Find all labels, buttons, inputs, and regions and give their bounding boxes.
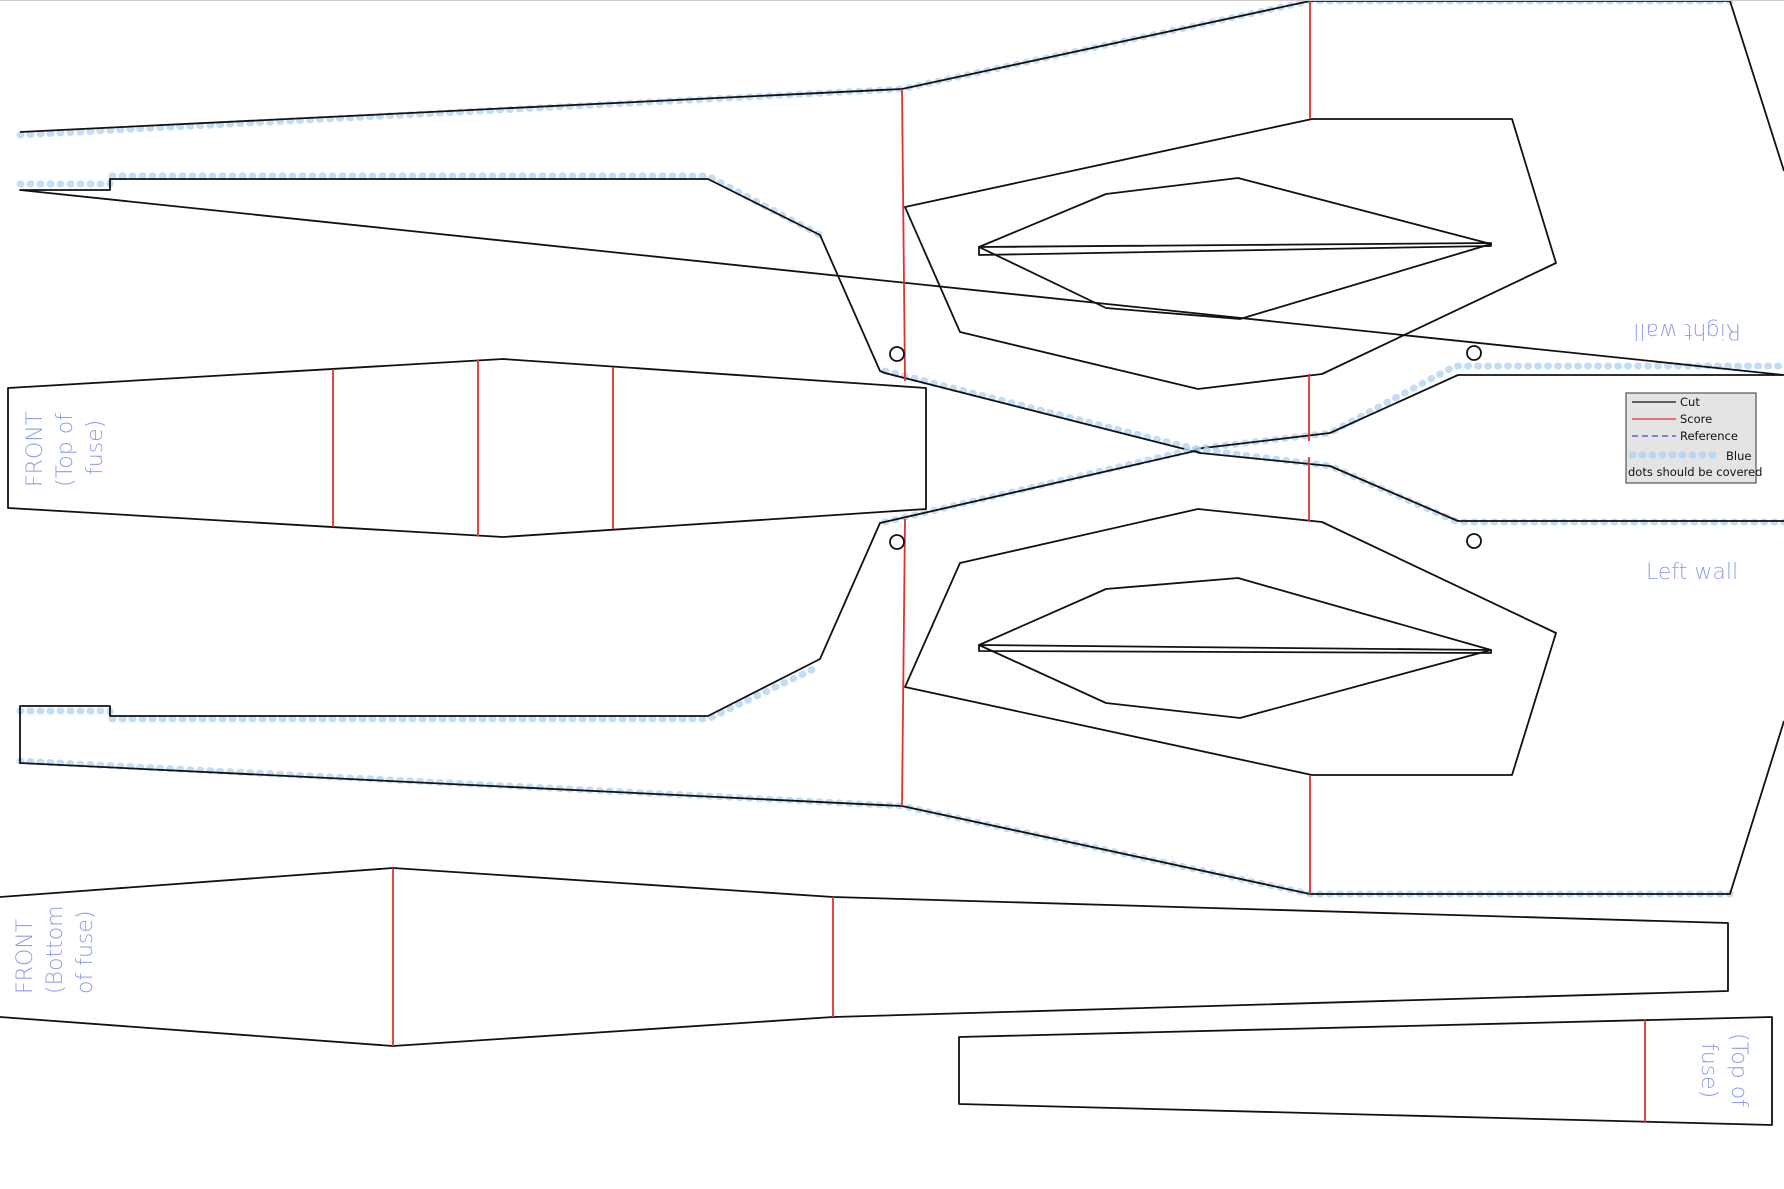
front-bottom-label-line-1: FRONT: [13, 919, 38, 994]
right-wall-hole-left: [889, 346, 905, 362]
blue-dots-left-wall-tab: [16, 662, 824, 723]
left-wall-outline: [19, 450, 1784, 895]
legend-blue-label-2: dots should be covered: [1628, 465, 1762, 479]
right-wall-piece: Right wall: [16, 1, 1784, 454]
right-wall-score-1: [901, 88, 906, 382]
right-wall-window-frame: [904, 118, 1557, 390]
right-wall-slit: [978, 242, 1492, 256]
legend: Cut Score Reference Blue dots should be …: [1625, 392, 1762, 484]
legend-score-label: Score: [1680, 412, 1712, 426]
legend-reference-label: Reference: [1680, 429, 1738, 443]
left-wall-piece: Left wall: [16, 445, 1784, 898]
left-wall-score-1: [901, 518, 906, 807]
front-top-outline: [7, 358, 927, 538]
right-wall-hole-right: [1466, 345, 1482, 361]
rear-top-piece: (Top of fuse): [958, 1016, 1773, 1126]
front-bottom-outline: [0, 867, 1729, 1047]
blue-dots-left-wall-bottom: [16, 757, 1734, 898]
right-wall-label: Right wall: [1633, 318, 1741, 343]
left-wall-hole-left: [889, 534, 905, 550]
front-bottom-label-line-2: (Bottom: [43, 905, 68, 994]
front-bottom-piece: FRONT (Bottom of fuse): [0, 867, 1729, 1047]
front-bottom-label: FRONT (Bottom of fuse): [13, 905, 98, 994]
legend-box: [1625, 392, 1757, 484]
left-wall-window-frame: [904, 508, 1557, 776]
left-wall-label: Left wall: [1646, 560, 1738, 585]
front-top-label-line-1: FRONT: [23, 412, 48, 487]
front-bottom-label-line-3: of fuse): [73, 911, 98, 994]
rear-top-label-line-2: fuse): [1696, 1043, 1721, 1098]
left-wall-hole-right: [1466, 533, 1482, 549]
blue-dots-right-wall-top: [16, 1, 1734, 139]
blue-dots-right-wall-tab: [16, 172, 824, 239]
front-top-label-line-3: fuse): [83, 420, 108, 475]
right-wall-outline: [19, 1, 1784, 454]
front-top-label: FRONT (Top of fuse): [23, 412, 108, 487]
blue-dots-left-wall-top: [881, 445, 1784, 526]
left-wall-slit: [978, 644, 1492, 654]
blue-dots-right-wall-bottom: [881, 362, 1784, 453]
front-top-piece: FRONT (Top of fuse): [7, 358, 927, 538]
legend-blue-label: Blue: [1726, 449, 1751, 463]
front-top-label-line-2: (Top of: [53, 413, 78, 487]
rear-top-outline: [958, 1016, 1773, 1126]
legend-cut-label: Cut: [1680, 395, 1700, 409]
rear-top-label-line-1: (Top of: [1726, 1033, 1751, 1107]
rear-top-label: (Top of fuse): [1696, 1033, 1751, 1107]
